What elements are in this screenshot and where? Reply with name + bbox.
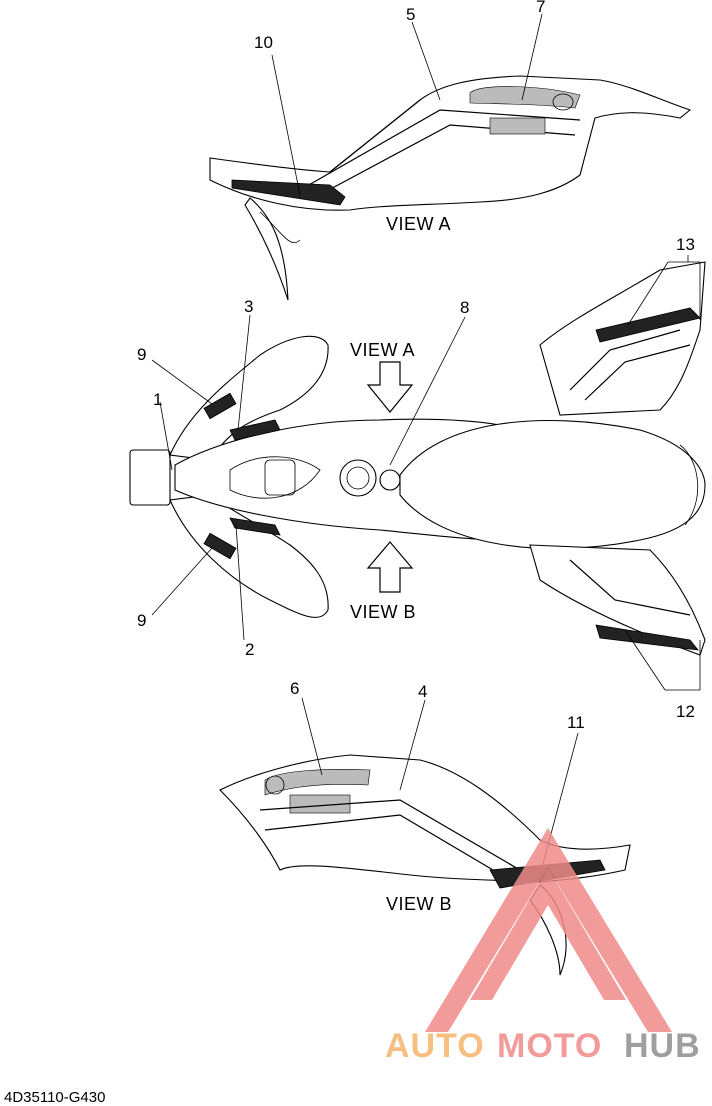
callout-12: 12	[676, 702, 695, 721]
atv-top-view-illustration	[129, 261, 706, 656]
callout-1: 1	[153, 390, 162, 409]
callout-9-bottom: 9	[137, 611, 146, 630]
view-b-arrow-label: VIEW B	[350, 602, 416, 622]
view-a-arrow-label: VIEW A	[350, 340, 415, 360]
callout-10: 11	[567, 713, 585, 732]
view-a-fender-illustration	[209, 75, 692, 301]
callout-numbers: 10 5 7 13 8 3 9 1 9 2 12 6 4 11	[137, 0, 695, 732]
callout-9-top: 9	[137, 345, 146, 364]
watermark-triangle-icon	[425, 828, 672, 1032]
view-captions: VIEW A VIEW A VIEW B VIEW B	[350, 214, 452, 914]
view-a-caption: VIEW A	[386, 214, 451, 234]
callout-11: 10	[254, 33, 273, 52]
part-code: 4D35110-G430	[4, 1089, 105, 1106]
callout-13: 13	[676, 235, 695, 254]
callout-6: 6	[290, 679, 299, 698]
automotohub-watermark: AUTO MOTO HUB	[385, 828, 701, 1065]
view-a-arrow	[366, 361, 414, 413]
callout-3: 3	[244, 297, 253, 316]
callout-8: 8	[460, 298, 469, 317]
callout-7: 7	[536, 0, 545, 16]
view-b-caption: VIEW B	[386, 894, 452, 914]
callout-5: 5	[406, 5, 415, 24]
watermark-moto: MOTO	[497, 1027, 602, 1065]
watermark-auto: AUTO	[385, 1027, 485, 1065]
watermark-hub: HUB	[624, 1027, 701, 1065]
leader-lines	[151, 13, 701, 876]
view-b-arrow	[366, 541, 414, 593]
callout-2: 2	[245, 640, 254, 659]
callout-4: 4	[418, 682, 427, 701]
